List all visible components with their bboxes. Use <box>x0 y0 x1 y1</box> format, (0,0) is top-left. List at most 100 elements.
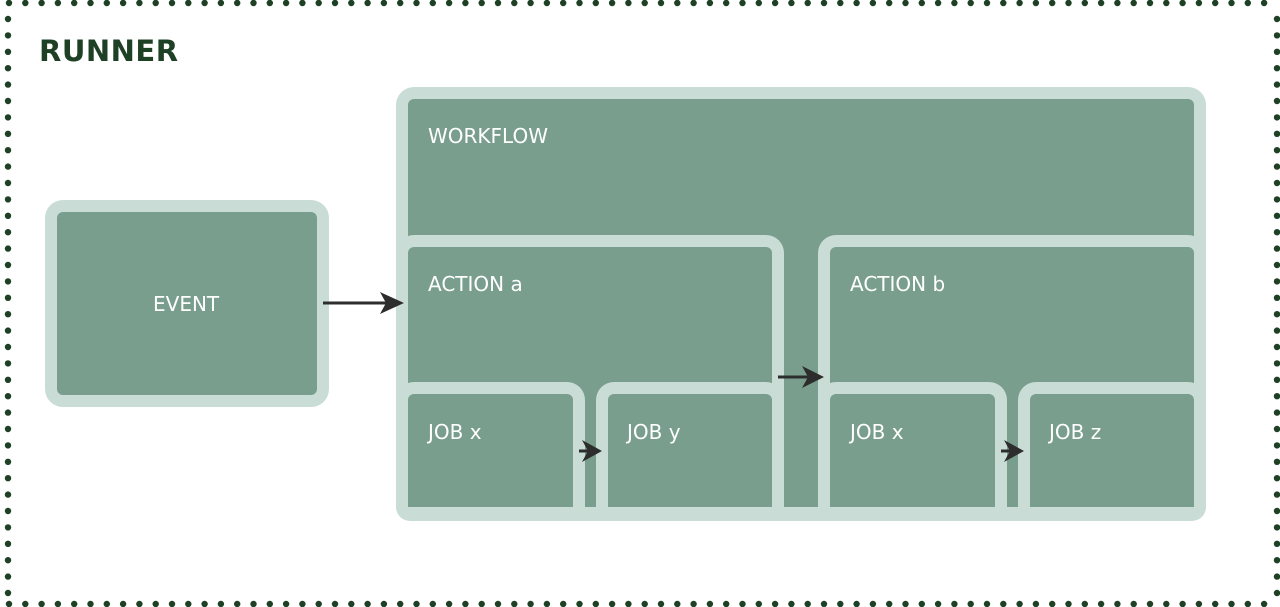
frame-dot <box>1273 376 1280 383</box>
frame-dot <box>4 507 12 515</box>
frame-dot <box>1273 261 1280 269</box>
job-a-y-inner <box>608 395 771 507</box>
frame-dot <box>1016 0 1023 7</box>
frame-dot <box>1049 600 1056 607</box>
frame-dot <box>1195 0 1203 7</box>
frame-dot <box>576 0 583 7</box>
frame-dot <box>4 97 12 105</box>
frame-dot <box>886 0 893 7</box>
job-a-y-label-top: JOB y <box>627 420 681 444</box>
frame-dot <box>1273 589 1280 597</box>
frame-dot <box>608 600 616 607</box>
frame-dot <box>853 0 860 7</box>
frame-dot <box>934 600 942 607</box>
job-a-x-label-top: JOB x <box>428 420 482 444</box>
frame-dot <box>771 0 779 7</box>
frame-dot <box>1097 0 1105 7</box>
frame-dot <box>1000 0 1007 7</box>
frame-dot <box>1179 0 1186 7</box>
arrow-job-x-to-job-z <box>1001 440 1024 462</box>
frame-dot <box>1273 475 1280 482</box>
frame-dot <box>5 600 13 607</box>
frame-dot <box>1244 600 1251 607</box>
frame-dot <box>4 524 12 531</box>
frame-dot <box>4 48 12 55</box>
frame-dot <box>1273 147 1280 154</box>
frame-dot <box>1065 600 1072 607</box>
frame-dot <box>1273 81 1280 88</box>
frame-dot <box>4 442 12 449</box>
frame-dot <box>4 147 12 154</box>
workflow-label: WORKFLOW <box>428 124 548 148</box>
job-b-x-label-top: JOB x <box>850 420 904 444</box>
frame-dot <box>1273 196 1280 203</box>
frame-dot <box>1273 15 1280 23</box>
frame-dot <box>869 600 877 607</box>
frame-dot <box>494 600 502 607</box>
frame-dot <box>38 0 45 7</box>
arrow-job-x-to-job-y <box>579 440 602 462</box>
frame-dot <box>1163 0 1170 7</box>
frame-dot <box>1273 491 1280 498</box>
frame-dot <box>4 15 12 23</box>
frame-dot <box>1273 327 1280 334</box>
frame-dot <box>185 0 192 7</box>
frame-dot <box>1273 393 1280 400</box>
frame-dot <box>4 130 12 137</box>
frame-dot <box>788 600 795 607</box>
workflow-bottom-border <box>396 507 1206 521</box>
frame-dot <box>1273 524 1280 531</box>
frame-dot <box>1273 130 1280 137</box>
frame-dot <box>4 409 12 416</box>
frame-dot <box>4 475 12 482</box>
frame-dot <box>560 600 567 607</box>
frame-dot <box>1273 425 1280 433</box>
frame-dot <box>22 0 29 7</box>
frame-dot <box>934 0 942 7</box>
frame-dot <box>4 425 12 433</box>
frame-dot <box>1273 114 1280 121</box>
frame-dot <box>364 600 371 607</box>
frame-dot <box>4 81 12 88</box>
frame-dot <box>201 0 208 7</box>
frame-dot <box>1273 212 1280 219</box>
frame-dot <box>625 0 632 7</box>
frame-dot <box>4 376 12 383</box>
frame-dot <box>1114 0 1121 7</box>
frame-dot <box>1273 507 1280 515</box>
frame-dot <box>967 600 974 607</box>
frame-dot <box>886 600 893 607</box>
frame-dot <box>1273 229 1280 236</box>
arrow-event-to-workflow <box>323 292 404 314</box>
frame-dot <box>282 600 290 607</box>
frame-dot <box>1273 278 1280 285</box>
frame-dot <box>5 0 13 7</box>
frame-dot <box>1130 0 1137 7</box>
frame-dot <box>706 600 714 607</box>
frame-dot <box>185 600 192 607</box>
frame-dot <box>1163 600 1170 607</box>
frame-dot <box>152 600 159 607</box>
frame-dot <box>1032 0 1040 7</box>
frame-dot <box>87 0 94 7</box>
frame-dot <box>755 0 762 7</box>
event-node-inner <box>58 213 316 394</box>
frame-dot <box>1273 442 1280 449</box>
frame-dot <box>1273 311 1280 318</box>
frame-dot <box>4 278 12 285</box>
frame-dot <box>1273 343 1280 351</box>
frame-dot <box>1273 245 1280 252</box>
runner-title: RUNNER <box>39 34 179 68</box>
frame-dot <box>723 600 730 607</box>
frame-dot <box>1049 0 1056 7</box>
frame-dot <box>478 0 485 7</box>
frame-dot <box>625 600 632 607</box>
frame-dot <box>217 0 225 7</box>
frame-dot <box>1273 294 1280 301</box>
frame-dot <box>136 600 143 607</box>
frame-dot <box>315 600 322 607</box>
frame-dot <box>1273 48 1280 55</box>
frame-dot <box>234 600 241 607</box>
frame-dot <box>706 0 714 7</box>
frame-dot <box>4 573 12 580</box>
